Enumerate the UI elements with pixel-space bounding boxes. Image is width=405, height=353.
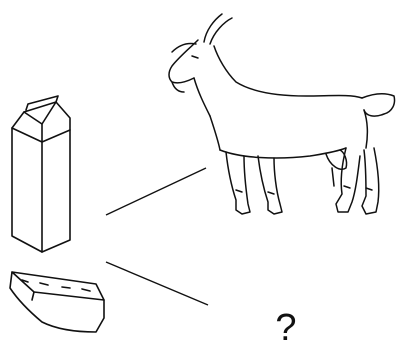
connector-line-cheese-unknown	[106, 262, 208, 305]
question-mark: ?	[275, 307, 296, 349]
connector-line-milk-goat	[106, 168, 206, 215]
cheese-wedge-icon	[10, 272, 104, 332]
goat-icon	[169, 14, 395, 214]
milk-carton-icon	[12, 96, 70, 252]
